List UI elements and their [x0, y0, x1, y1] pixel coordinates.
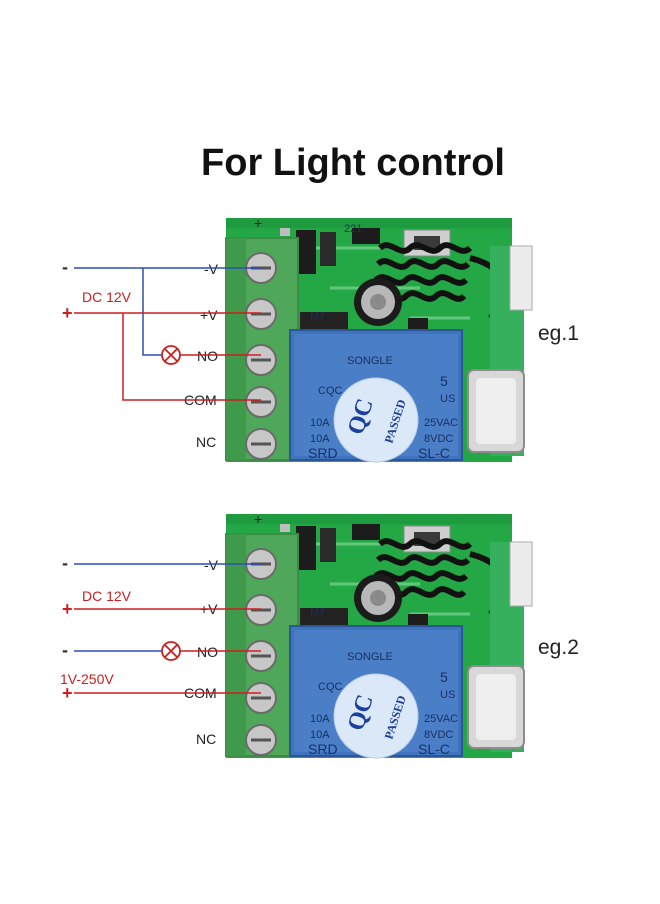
load-positive-sign: +: [62, 683, 73, 703]
relay-us: US: [440, 393, 455, 405]
relay-digit: 5: [440, 373, 448, 389]
qc-sticker: [333, 377, 419, 463]
terminal-label-nc: NC: [196, 434, 216, 450]
terminal-label-neg-v-2: -V: [204, 557, 219, 573]
relay-model-right-2: SL-C: [418, 741, 450, 757]
relay-us-2: US: [440, 689, 455, 701]
terminal-label-nc-2: NC: [196, 731, 216, 747]
relay-model-left-2: SRD: [308, 741, 338, 757]
diagram-2: SONGLE CQC 5 US 10A 10A 25VAC 8VDC SRD S…: [60, 511, 579, 758]
wire-negative-to-lamp: [142, 268, 162, 356]
wire-positive-to-com: [122, 313, 261, 401]
relay-rating-right-2-b: 8VDC: [424, 729, 453, 741]
example-label-2: eg.2: [538, 636, 579, 659]
terminal-label-pos-v: +V: [200, 307, 218, 323]
relay-cert-2: CQC: [318, 681, 343, 693]
terminal-label-neg-v: -V: [204, 261, 219, 277]
pcb-plus-label: +: [254, 215, 262, 231]
component-label-m7: M7: [310, 311, 325, 323]
negative-sign: -: [62, 257, 68, 277]
relay-rating-left-2: 10A: [310, 433, 330, 445]
supply-label: DC 12V: [82, 289, 132, 305]
relay-rating-right-2: 8VDC: [424, 433, 453, 445]
qc-sticker-2: [333, 673, 419, 759]
lamp-icon: [161, 345, 181, 365]
load-supply-label: 1V-250V: [60, 671, 114, 687]
relay-rating-right-1-b: 25VAC: [424, 713, 458, 725]
positive-sign: +: [62, 303, 73, 323]
negative-sign-2: -: [62, 553, 68, 573]
component-label-m7-2: M7: [310, 607, 325, 619]
relay-brand-2: SONGLE: [347, 651, 393, 663]
terminal-label-no-2: NO: [197, 644, 218, 660]
relay-cert: CQC: [318, 385, 343, 397]
relay-rating-left-2-b: 10A: [310, 729, 330, 741]
lamp-icon-2: [161, 641, 181, 661]
pcb-plus-label-2: +: [254, 511, 262, 527]
relay-rating-left-1-b: 10A: [310, 713, 330, 725]
component-label-221: 221: [344, 223, 362, 235]
positive-sign-2: +: [62, 599, 73, 619]
diagram-1: SONGLE CQC 5 US 10A 10A 25VAC 8VDC SRD S…: [62, 215, 579, 462]
load-negative-sign: -: [62, 640, 68, 660]
supply-label-2: DC 12V: [82, 588, 132, 604]
relay-model-right: SL-C: [418, 445, 450, 461]
example-label-1: eg.1: [538, 322, 579, 345]
relay-rating-right-1: 25VAC: [424, 417, 458, 429]
diagram-title: For Light control: [201, 142, 505, 184]
relay-brand: SONGLE: [347, 355, 393, 367]
terminal-label-no: NO: [197, 348, 218, 364]
relay-digit-2: 5: [440, 669, 448, 685]
relay-model-left: SRD: [308, 445, 338, 461]
relay-rating-left-1: 10A: [310, 417, 330, 429]
